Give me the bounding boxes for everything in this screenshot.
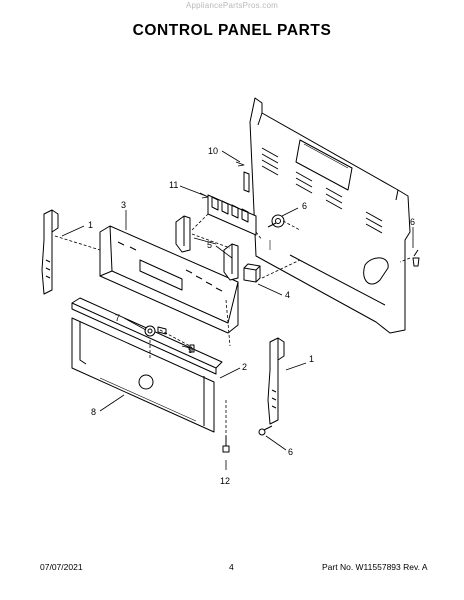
screw-right [412, 249, 420, 267]
page-title: CONTROL PANEL PARTS [132, 22, 332, 39]
screw-bottom [222, 436, 230, 453]
console-panel [99, 225, 239, 334]
callout-8: 8 [91, 407, 96, 417]
grommet-screw [267, 214, 285, 228]
screw-9 [189, 344, 195, 353]
screw-lower [258, 425, 273, 436]
footer-part-number: Part No. W11557893 Rev. A [322, 562, 428, 572]
knob-part [144, 325, 167, 337]
leader-lines [61, 150, 414, 470]
control-board [207, 171, 257, 236]
callout-9: 9 [188, 345, 193, 355]
callout-12: 12 [220, 476, 230, 486]
rear-panel [249, 97, 411, 334]
footer-date: 07/07/2021 [40, 562, 83, 572]
callout-1-right: 1 [309, 354, 314, 364]
callout-2: 2 [242, 362, 247, 372]
switch-part [243, 263, 261, 283]
callout-1-left: 1 [88, 220, 93, 230]
callout-11: 11 [169, 180, 178, 190]
callout-7: 7 [115, 313, 120, 323]
callout-6-lower: 6 [288, 447, 293, 457]
mounting-brackets [175, 215, 239, 281]
watermark: AppliancePartsPros.com [186, 1, 278, 10]
callout-6-right: 6 [410, 217, 415, 227]
callout-3: 3 [121, 200, 126, 210]
end-cap-left [41, 209, 59, 295]
footer-page-number: 4 [229, 562, 234, 572]
assembly-lines [54, 213, 411, 436]
panel-bracket [71, 317, 215, 433]
callout-10: 10 [208, 146, 218, 156]
end-cap-right [267, 337, 285, 425]
callout-6-upper: 6 [302, 201, 307, 211]
callout-5: 5 [207, 240, 212, 250]
callout-4: 4 [285, 290, 290, 300]
